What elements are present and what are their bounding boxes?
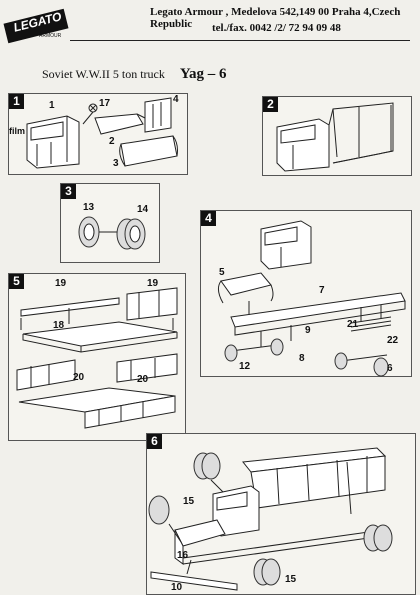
part-17-label: 17 bbox=[99, 98, 111, 109]
step-5-drawing bbox=[16, 287, 178, 429]
header-divider bbox=[70, 40, 410, 41]
subject-title: Soviet W.W.II 5 ton truck bbox=[42, 67, 165, 81]
title-row: Soviet W.W.II 5 ton truck Yag – 6 bbox=[42, 66, 227, 83]
part-12-label: 12 bbox=[239, 361, 251, 372]
model-title: Yag – 6 bbox=[179, 66, 227, 82]
step-2-panel: 2 bbox=[262, 96, 412, 176]
part-8-label: 8 bbox=[299, 353, 305, 364]
step-6-number: 6 bbox=[147, 434, 162, 449]
part-18-label: 18 bbox=[53, 320, 65, 331]
step-2-drawing bbox=[276, 102, 394, 172]
part-9-label: 9 bbox=[305, 325, 311, 336]
part-6-label: 6 bbox=[387, 363, 393, 374]
legato-logo: LEGATO ARMOUR bbox=[3, 6, 69, 44]
step-4-number: 4 bbox=[201, 211, 216, 226]
part-22-label: 22 bbox=[387, 335, 399, 346]
step-6-drawing bbox=[148, 447, 393, 591]
step-4-drawing bbox=[217, 220, 406, 377]
part-15-upper-label: 15 bbox=[183, 496, 195, 507]
part-1-label: 1 bbox=[49, 100, 55, 111]
step-6-panel: 6 15 15 16 10 bbox=[146, 433, 416, 595]
step-5-panel: 5 19 19 18 20 20 bbox=[8, 273, 186, 441]
step-5-number: 5 bbox=[9, 274, 24, 289]
part-19-left-label: 19 bbox=[55, 278, 67, 289]
part-4-label: 4 bbox=[173, 94, 179, 105]
step-2-number: 2 bbox=[263, 97, 278, 112]
logo-sub: ARMOUR bbox=[39, 33, 62, 39]
step-1-drawing bbox=[26, 97, 178, 169]
part-16-label: 16 bbox=[177, 550, 189, 561]
step-1-panel: 1 1 17 4 film 2 3 bbox=[8, 93, 188, 175]
part-3-label: 3 bbox=[113, 158, 119, 169]
film-label: film bbox=[9, 126, 26, 136]
address-line: Legato Armour , Medelova 542,149 00 Prah… bbox=[150, 6, 401, 30]
step-1-number: 1 bbox=[9, 94, 24, 109]
part-10-label: 10 bbox=[171, 582, 183, 593]
part-15-lower-label: 15 bbox=[285, 574, 297, 585]
step-3-number: 3 bbox=[61, 184, 76, 199]
part-13-label: 13 bbox=[83, 202, 95, 213]
phone-line: tel./fax. 0042 /2/ 72 94 09 48 bbox=[212, 22, 341, 34]
step-3-drawing bbox=[78, 216, 146, 250]
step-4-panel: 4 5 7 9 21 22 12 8 6 bbox=[200, 210, 412, 377]
part-19-right-label: 19 bbox=[147, 278, 159, 289]
part-21-label: 21 bbox=[347, 319, 359, 330]
part-14-label: 14 bbox=[137, 204, 149, 215]
part-2-label: 2 bbox=[109, 136, 115, 147]
part-5-label: 5 bbox=[219, 267, 225, 278]
part-20-right-label: 20 bbox=[137, 374, 149, 385]
part-20-left-label: 20 bbox=[73, 372, 85, 383]
part-7-label: 7 bbox=[319, 285, 325, 296]
step-3-panel: 3 13 14 bbox=[60, 183, 160, 263]
